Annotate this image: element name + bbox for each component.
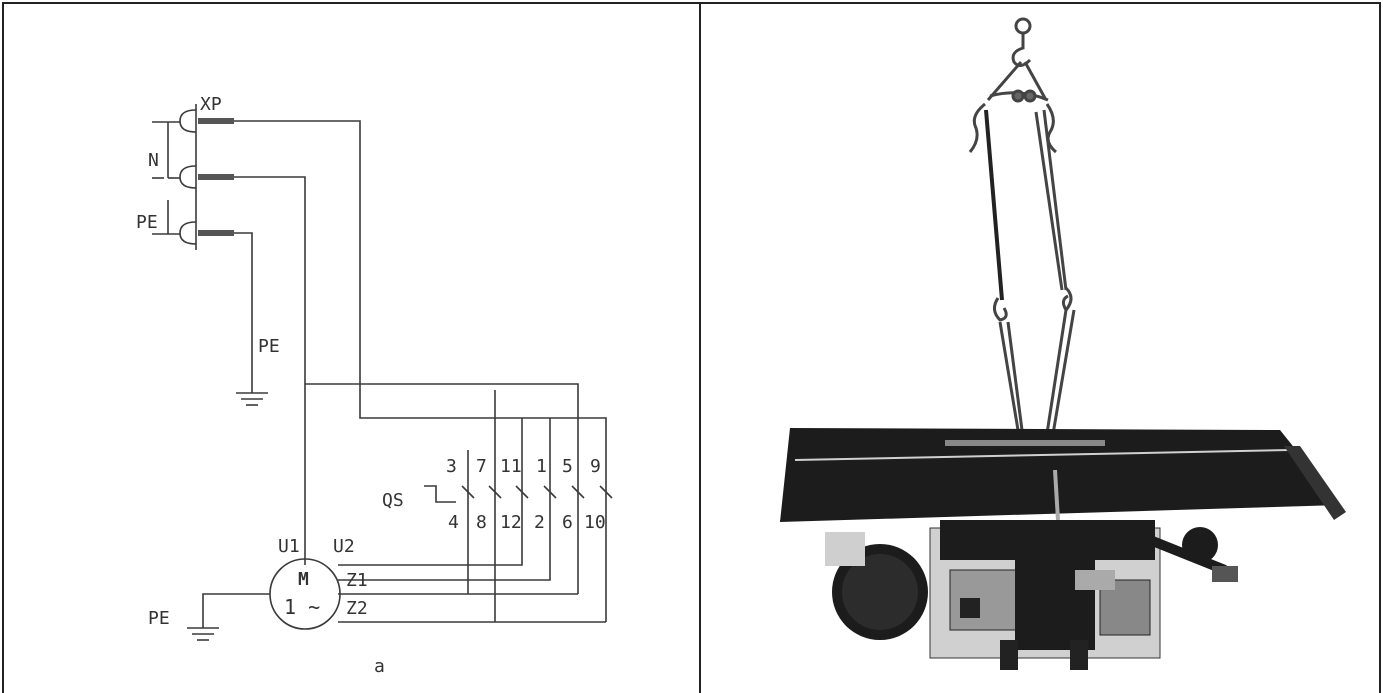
pin-label: 1 xyxy=(536,456,547,477)
pin-label: 3 xyxy=(446,456,457,477)
u2-label: U2 xyxy=(333,536,355,557)
z2-label: Z2 xyxy=(346,598,368,619)
connector-label: XP xyxy=(200,94,222,115)
wire-line xyxy=(234,120,607,490)
plug-connector xyxy=(152,104,234,250)
pin-label: 9 xyxy=(590,456,601,477)
motor-phase: 1 ~ xyxy=(284,595,320,619)
sling-hooks xyxy=(968,102,1076,458)
pin-label: 7 xyxy=(476,456,487,477)
pin-label: 2 xyxy=(534,512,545,533)
wire-pe-motor xyxy=(202,593,270,628)
z1-label: Z1 xyxy=(346,570,368,591)
wiring-schematic xyxy=(152,104,613,641)
wire-neutral xyxy=(234,176,306,565)
switch-label: QS xyxy=(382,490,404,511)
ground-symbol-top xyxy=(236,392,268,406)
figure-caption: a xyxy=(374,656,385,677)
pin-label: 10 xyxy=(584,512,606,533)
pin-label: 5 xyxy=(562,456,573,477)
wire-pe xyxy=(234,232,253,393)
top-pin-labels: 3 7 11 1 5 9 xyxy=(446,456,601,477)
u1-label: U1 xyxy=(278,536,300,557)
switch-qs xyxy=(424,390,613,622)
pe-ground-label: PE xyxy=(258,336,280,357)
neutral-label: N xyxy=(148,150,159,171)
crane-hook xyxy=(986,17,1049,103)
pin-label: 4 xyxy=(448,512,459,533)
wire-bus-top xyxy=(305,383,579,490)
machine-photo xyxy=(780,17,1346,670)
pin-label: 8 xyxy=(476,512,487,533)
motor-letter: M xyxy=(298,569,309,590)
pin-label: 11 xyxy=(500,456,522,477)
pin-label: 12 xyxy=(500,512,522,533)
bottom-pin-labels: 4 8 12 2 6 10 xyxy=(448,512,606,533)
pe-motor-label: PE xyxy=(148,608,170,629)
wire-z1b xyxy=(338,490,523,566)
wire-z1 xyxy=(338,565,551,581)
pe-top-label: PE xyxy=(136,212,158,233)
pin-label: 6 xyxy=(562,512,573,533)
ground-symbol-motor xyxy=(187,627,219,641)
